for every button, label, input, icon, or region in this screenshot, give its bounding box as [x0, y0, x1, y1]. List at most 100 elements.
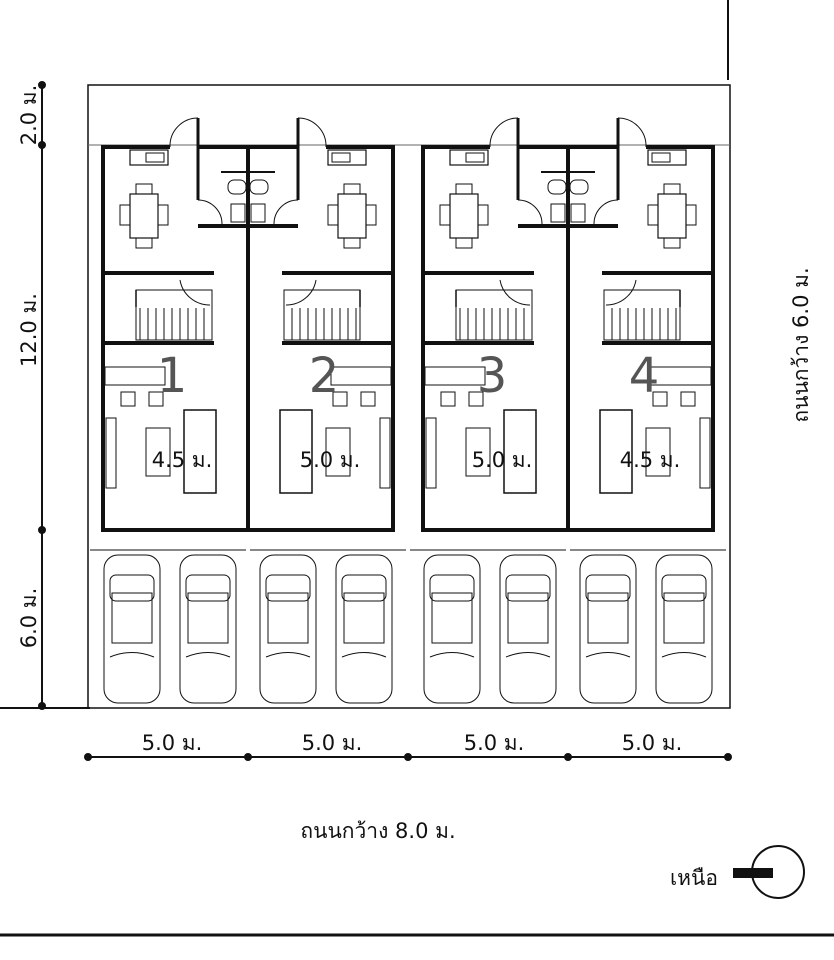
stool-icon — [440, 391, 456, 407]
sofa-icon — [183, 409, 217, 494]
unit-width-label: 4.5 ม. — [620, 448, 681, 472]
car-hood-line — [185, 652, 231, 658]
dimension-dot — [38, 141, 46, 149]
stool-icon — [468, 391, 484, 407]
chair-icon — [647, 204, 659, 226]
north-compass-icon — [751, 845, 805, 899]
chair-icon — [455, 183, 473, 195]
car-icon — [335, 554, 393, 704]
dimension-dot — [38, 702, 46, 710]
dimension-parking-depth: 6.0 ม. — [17, 588, 41, 649]
stove-icon — [331, 152, 351, 163]
sink-icon — [250, 203, 266, 223]
dining-table-icon — [337, 193, 367, 239]
road-label-east: ถนนกว้าง 6.0 ม. — [789, 267, 813, 422]
door-swing — [617, 117, 647, 148]
tv-cabinet — [699, 417, 711, 489]
car-icon — [423, 554, 481, 704]
car-windshield — [585, 574, 631, 602]
car-hood-line — [109, 652, 155, 658]
chair-icon — [119, 204, 131, 226]
car-hood-line — [661, 652, 707, 658]
tv-cabinet — [379, 417, 391, 489]
chair-icon — [343, 237, 361, 249]
sofa-icon — [503, 409, 537, 494]
car-icon — [579, 554, 637, 704]
dimension-dot — [244, 753, 252, 761]
door-swing — [285, 279, 317, 306]
car-body — [579, 554, 637, 704]
car-roof — [111, 592, 153, 644]
townhouse-unit — [410, 117, 570, 704]
car-icon — [103, 554, 161, 704]
kitchen-counter-icon — [129, 149, 169, 166]
dimension-rear-yard: 2.0 ม. — [17, 85, 41, 146]
stool-icon — [332, 391, 348, 407]
unit-width-label: 5.0 ม. — [472, 448, 533, 472]
car-hood-line — [341, 652, 387, 658]
car-windshield — [661, 574, 707, 602]
car-hood-line — [429, 652, 475, 658]
sink-icon — [570, 203, 586, 223]
toilet-icon — [227, 179, 247, 195]
door-swing — [179, 279, 211, 306]
toilet-icon — [547, 179, 567, 195]
tv-cabinet — [105, 417, 117, 489]
door-swing — [169, 117, 199, 148]
dimension-unit-width: 5.0 ม. — [302, 731, 363, 755]
car-body — [655, 554, 713, 704]
dimension-building-depth: 12.0 ม. — [17, 293, 41, 367]
car-windshield — [109, 574, 155, 602]
unit-number: 1 — [157, 348, 188, 404]
unit-number: 4 — [629, 348, 660, 404]
car-icon — [499, 554, 557, 704]
car-icon — [259, 554, 317, 704]
dimension-unit-width: 5.0 ม. — [622, 731, 683, 755]
unit-width-label: 4.5 ม. — [152, 448, 213, 472]
coffee-table — [325, 427, 351, 477]
dining-table-icon — [449, 193, 479, 239]
unit-width-label: 5.0 ม. — [300, 448, 361, 472]
staircase — [455, 289, 533, 341]
staircase — [603, 289, 681, 341]
dimension-dot — [724, 753, 732, 761]
chair-icon — [685, 204, 697, 226]
road-label-south: ถนนกว้าง 8.0 ม. — [300, 819, 455, 843]
door-swing — [605, 279, 637, 306]
car-icon — [655, 554, 713, 704]
chair-icon — [343, 183, 361, 195]
chair-icon — [663, 237, 681, 249]
car-roof — [343, 592, 385, 644]
stove-icon — [465, 152, 485, 163]
dimension-dot — [38, 526, 46, 534]
kitchen-counter-icon — [327, 149, 367, 166]
stove-icon — [651, 152, 671, 163]
tv-cabinet — [425, 417, 437, 489]
dimension-dot — [404, 753, 412, 761]
car-windshield — [341, 574, 387, 602]
car-roof — [187, 592, 229, 644]
car-roof — [267, 592, 309, 644]
bench — [424, 366, 486, 386]
car-hood-line — [505, 652, 551, 658]
car-roof — [587, 592, 629, 644]
chair-icon — [455, 237, 473, 249]
stool-icon — [680, 391, 696, 407]
chair-icon — [157, 204, 169, 226]
dimension-dot — [38, 81, 46, 89]
car-windshield — [265, 574, 311, 602]
sofa-icon — [279, 409, 313, 494]
stool-icon — [360, 391, 376, 407]
chair-icon — [135, 183, 153, 195]
sofa-icon — [599, 409, 633, 494]
dining-table-icon — [129, 193, 159, 239]
coffee-table — [645, 427, 671, 477]
north-label: เหนือ — [670, 866, 718, 890]
bench — [104, 366, 166, 386]
unit-number: 3 — [477, 348, 508, 404]
car-windshield — [429, 574, 475, 602]
chair-icon — [135, 237, 153, 249]
car-body — [259, 554, 317, 704]
car-hood-line — [265, 652, 311, 658]
door-swing — [489, 117, 519, 148]
